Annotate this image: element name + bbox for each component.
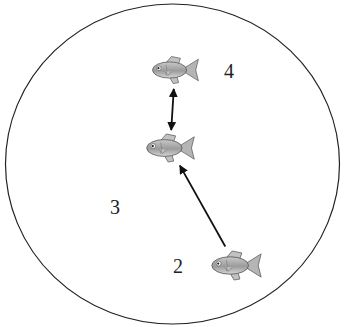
callout-number: 4 [224,61,234,81]
fish-illustration [207,250,265,281]
fish-node: 3 [142,133,198,163]
fish-node: 2 [207,250,265,281]
fish-illustration [142,133,198,163]
arrow-connector [171,89,174,130]
callout-number: 3 [110,197,120,217]
callout-number: 2 [173,256,183,276]
fish-node: 4 [148,55,202,85]
fish-illustration [148,55,202,85]
arrow-connector [180,166,225,247]
